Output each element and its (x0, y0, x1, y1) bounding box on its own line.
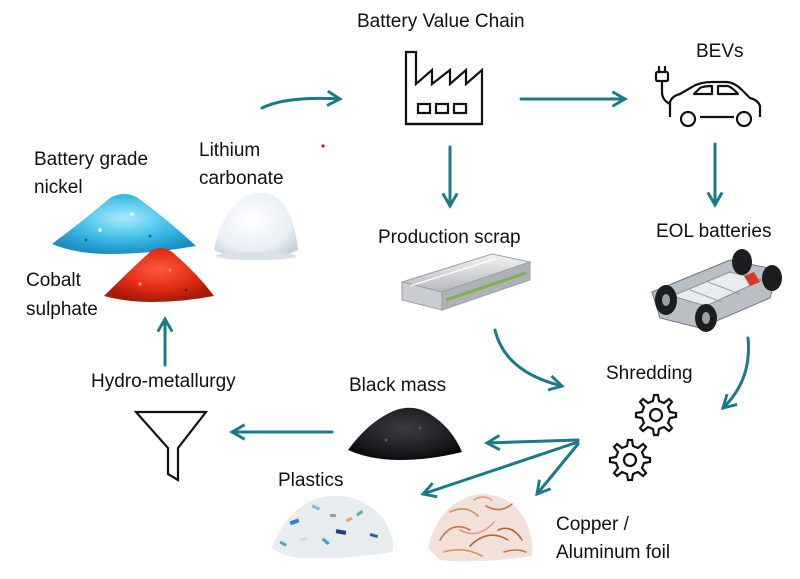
lithium-carbonate-image (214, 192, 298, 260)
label-black-mass: Black mass (349, 375, 447, 396)
arrow-shredding-to-black-mass (484, 434, 580, 452)
label-cobalt-sulphate-1: Cobalt (26, 270, 81, 291)
arrow-scrap-to-shredding (493, 328, 565, 392)
label-bevs: BEVs (696, 41, 744, 62)
funnel-icon (133, 410, 209, 482)
black-mass-image (348, 407, 462, 460)
label-copper-aluminum-1: Copper / (556, 514, 629, 535)
label-copper-aluminum-2: Aluminum foil (556, 542, 671, 563)
label-battery-value-chain: Battery Value Chain (357, 11, 525, 32)
eol-batteries-image (651, 249, 782, 332)
plastics-image (272, 495, 393, 559)
gears-icon (608, 393, 678, 482)
car-icon (654, 66, 762, 128)
arrow-eol-to-shredding (720, 336, 750, 411)
label-cobalt-sulphate-2: sulphate (26, 299, 98, 320)
arrow-shredding-to-copper (535, 442, 580, 497)
label-eol-batteries: EOL batteries (656, 221, 772, 242)
label-plastics: Plastics (278, 470, 344, 491)
battery-grade-nickel-image (52, 194, 196, 254)
label-shredding: Shredding (606, 363, 693, 384)
arrow-materials-to-factory (260, 89, 343, 110)
copper-aluminum-foil-image (428, 494, 533, 562)
label-battery-grade-nickel-1: Battery grade (34, 149, 149, 170)
cobalt-sulphate-image (104, 248, 214, 302)
flow-arrows (156, 89, 750, 499)
label-hydro-metallurgy: Hydro-metallurgy (91, 371, 236, 392)
label-lithium-carbonate-1: Lithium (199, 140, 261, 161)
label-battery-grade-nickel-2: nickel (34, 177, 83, 198)
factory-icon (404, 50, 484, 126)
label-production-scrap: Production scrap (378, 227, 521, 248)
label-lithium-carbonate-2: carbonate (199, 168, 284, 189)
arrow-shredding-to-plastics (420, 440, 580, 499)
production-scrap-image (400, 253, 532, 311)
marker-dot (321, 144, 325, 148)
